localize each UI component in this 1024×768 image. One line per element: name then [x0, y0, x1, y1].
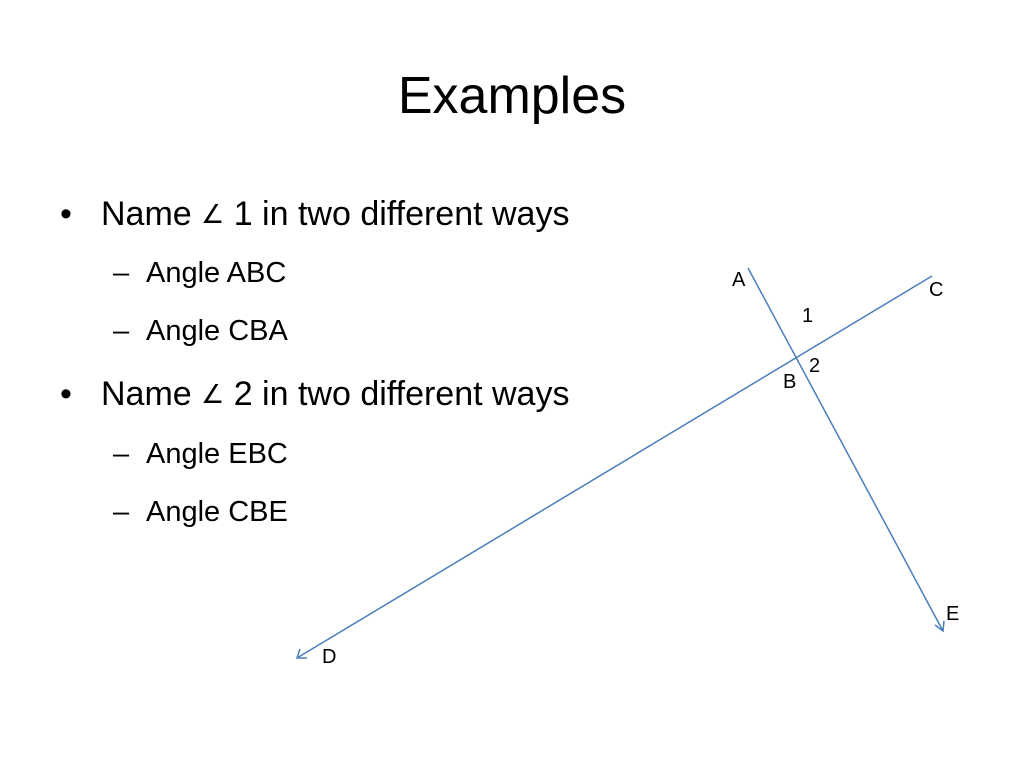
angle-label-1: 1	[802, 305, 813, 327]
point-label-c: C	[929, 279, 943, 301]
dash-marker: –	[113, 257, 130, 289]
arrowhead-d-icon	[295, 648, 307, 659]
point-label-e: E	[946, 603, 959, 625]
point-label-b: B	[783, 371, 796, 393]
bullet-dot: •	[60, 375, 72, 413]
point-label-a: A	[732, 269, 746, 291]
bullet-2-text: Name ∠ 2 in two different ways	[101, 374, 569, 414]
angle-symbol-icon: ∠	[201, 379, 225, 409]
point-label-d: D	[322, 646, 336, 668]
angle-symbol-icon: ∠	[201, 199, 225, 229]
dash-marker: –	[113, 315, 130, 347]
line-ae	[747, 267, 944, 632]
slide-title: Examples	[397, 67, 627, 125]
dash-marker: –	[113, 438, 130, 470]
angle-label-2: 2	[809, 355, 820, 377]
bullet-1-prefix: Name	[101, 195, 192, 233]
line-cd	[296, 275, 933, 659]
answer-text: Angle CBA	[146, 315, 288, 347]
arrowhead-e-icon	[934, 620, 945, 633]
bullet-1-text: Name ∠ 1 in two different ways	[101, 194, 569, 234]
bullet-2-suffix: 2 in two different ways	[233, 375, 570, 413]
bullet-dot: •	[60, 195, 72, 233]
answer-text: Angle CBE	[146, 496, 288, 528]
answer-text: Angle EBC	[146, 438, 288, 470]
dash-marker: –	[113, 496, 130, 528]
answer-text: Angle ABC	[146, 257, 287, 289]
bullet-2-prefix: Name	[101, 375, 192, 413]
bullet-1-suffix: 1 in two different ways	[233, 195, 570, 233]
